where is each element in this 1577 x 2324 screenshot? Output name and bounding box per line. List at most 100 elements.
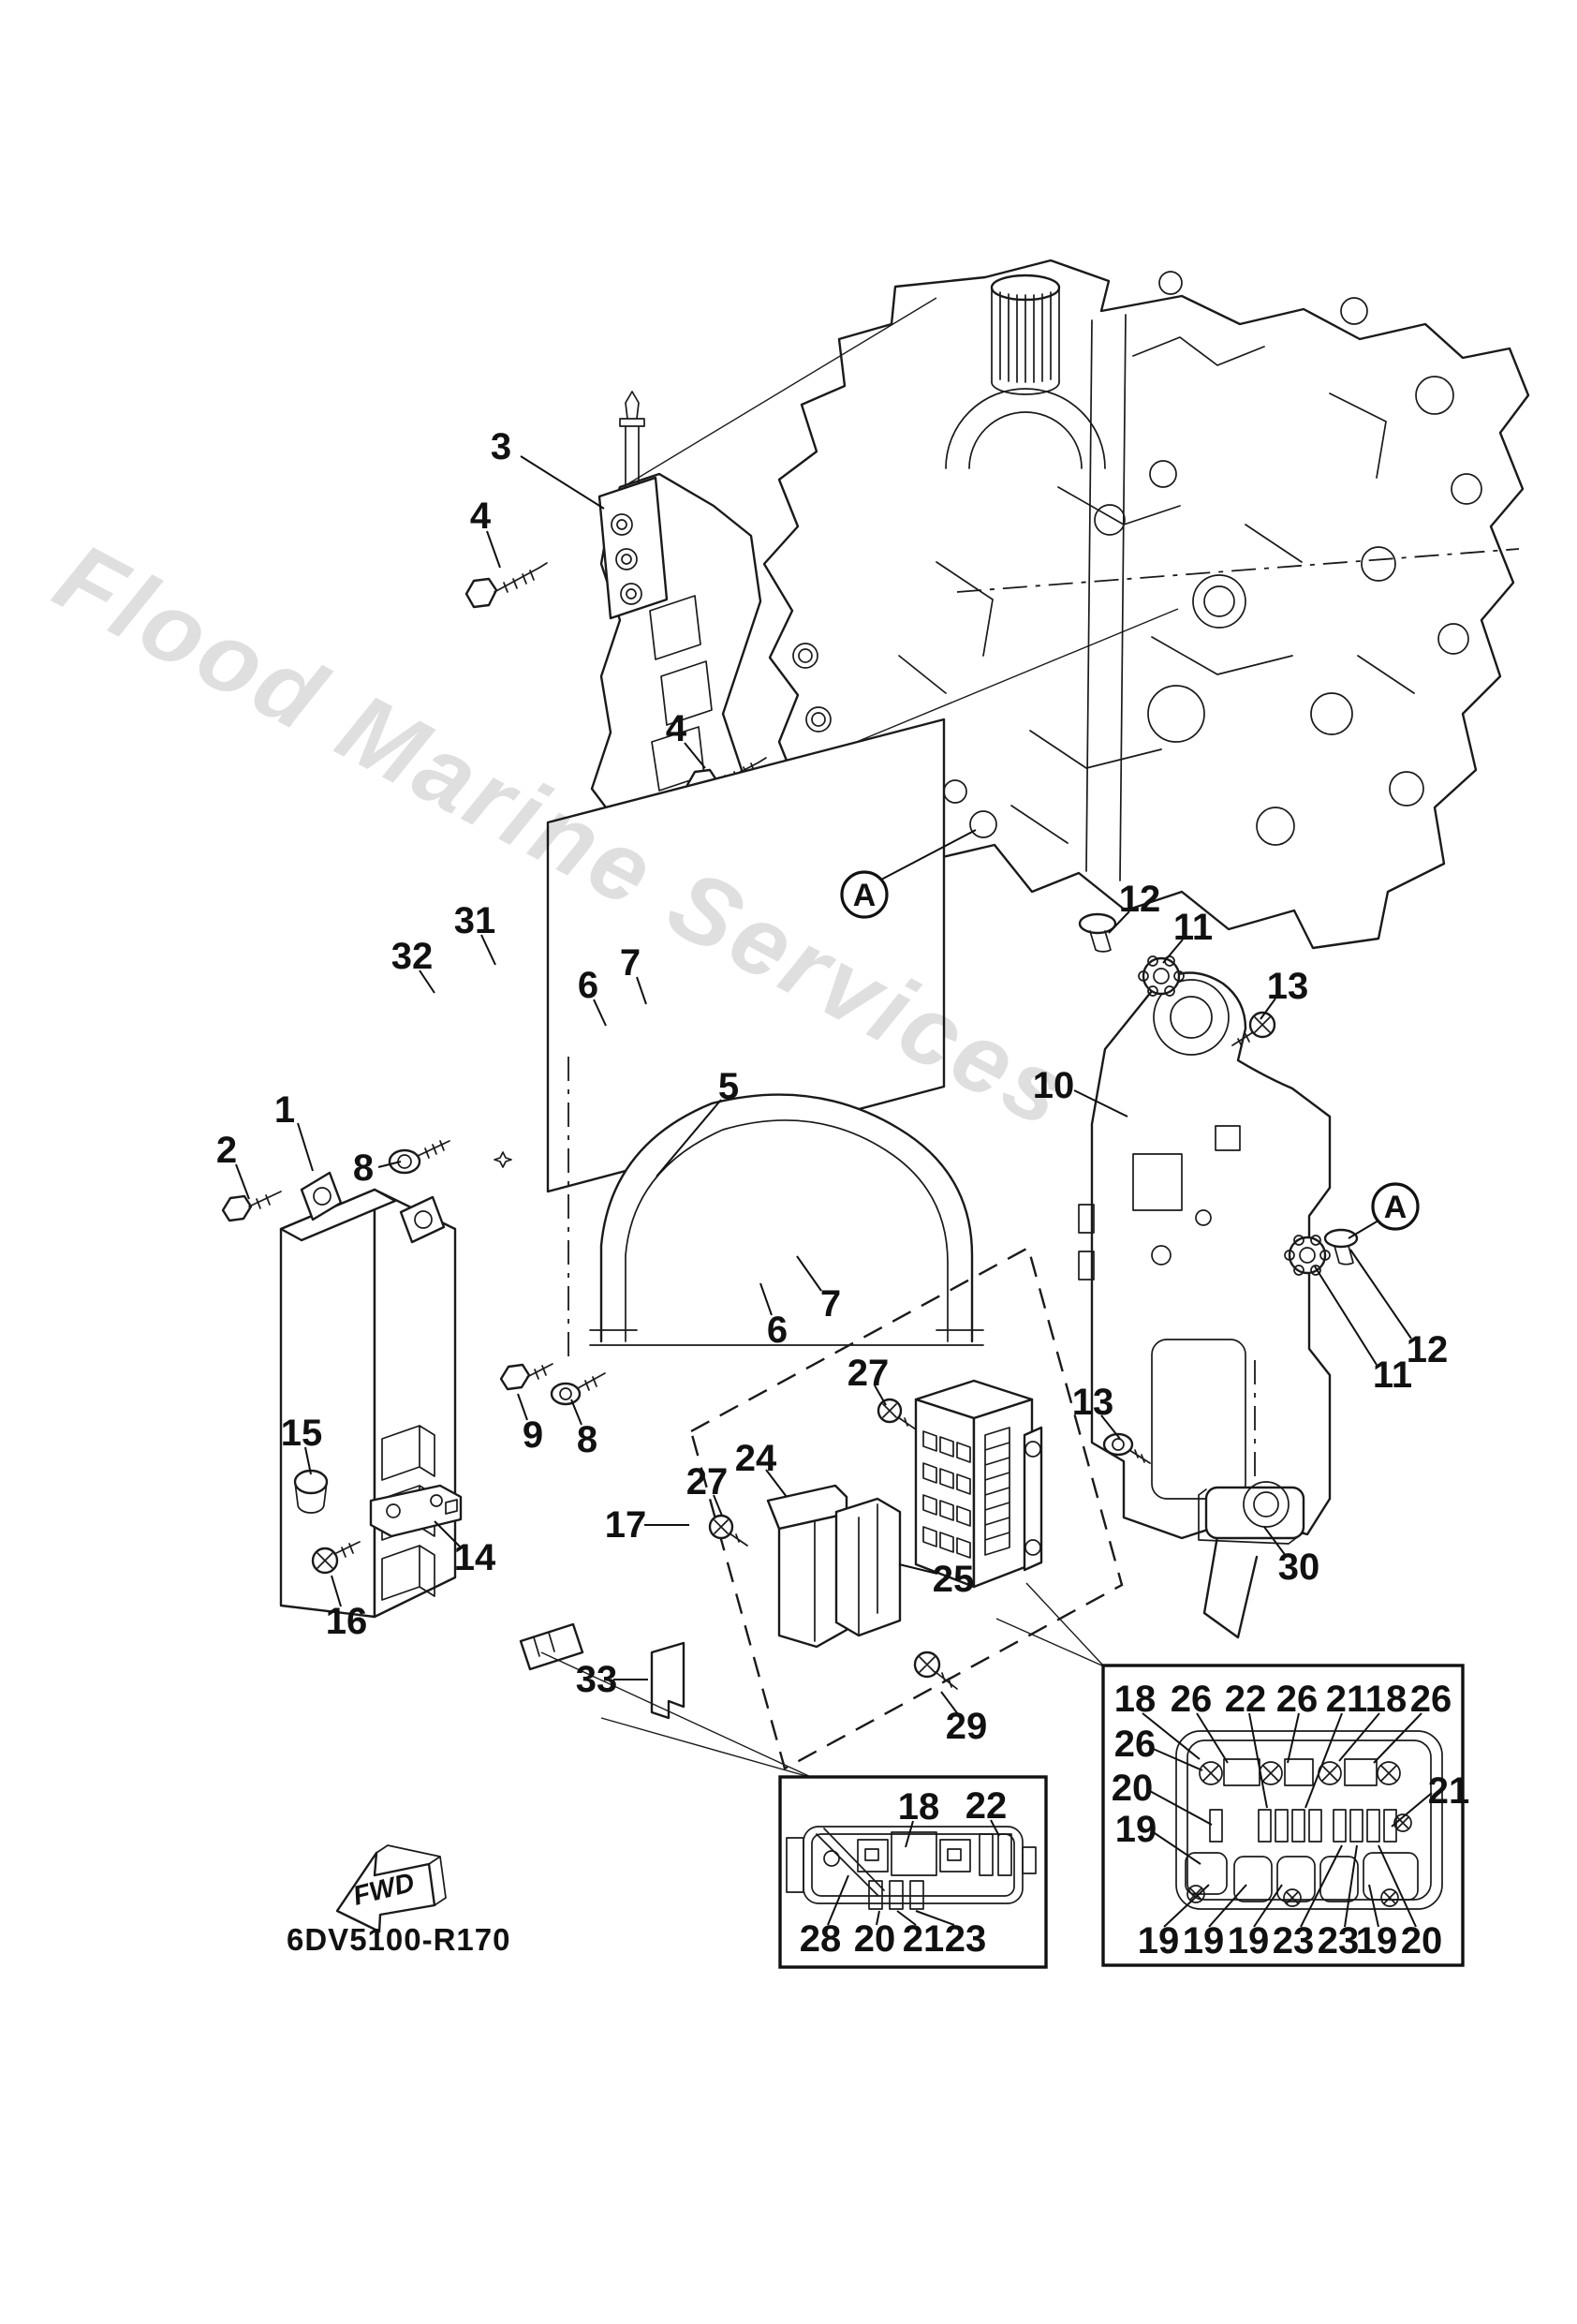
leader-14 <box>434 1520 462 1548</box>
engine-bolt-bosses <box>943 271 1482 846</box>
detail-box-fuse-panel <box>1101 1664 1465 1967</box>
leader-20 <box>1147 1789 1213 1826</box>
callout-26: 26 <box>1114 1724 1157 1765</box>
leader-28 <box>827 1874 849 1926</box>
callout-4: 4 <box>666 708 687 749</box>
leader-30 <box>1263 1526 1287 1557</box>
callout-20: 20 <box>854 1918 896 1960</box>
callout-3: 3 <box>491 426 511 467</box>
ecu-mount-ears <box>300 1171 446 1244</box>
callout-21: 21 <box>1326 1679 1368 1720</box>
leader-19 <box>1253 1884 1283 1928</box>
leader-11 <box>1314 1266 1378 1366</box>
mount-plate-assembly <box>494 718 984 1358</box>
leader-21 <box>1304 1712 1343 1809</box>
leader-19 <box>1151 1830 1201 1865</box>
leader-12 <box>1108 910 1130 934</box>
callout-19: 19 <box>1138 1920 1180 1961</box>
callout-22: 22 <box>965 1785 1008 1827</box>
callout-2: 2 <box>216 1130 237 1171</box>
leader-26 <box>1196 1712 1229 1764</box>
leader-2 <box>235 1163 250 1200</box>
lead-clamp-30 <box>1198 1481 1305 1545</box>
leader-13 <box>1100 1414 1121 1440</box>
callout-27: 27 <box>686 1461 729 1502</box>
ref-marker-circle-A <box>840 870 889 919</box>
leader-9 <box>517 1393 528 1421</box>
callout-29: 29 <box>946 1706 988 1747</box>
leader-22 <box>990 1819 1000 1837</box>
callout-28: 28 <box>800 1918 842 1960</box>
leader-25 <box>898 1563 938 1575</box>
corner-screws <box>1186 1813 1412 1907</box>
leader-20 <box>1378 1844 1417 1928</box>
bracket-14 <box>369 1484 463 1538</box>
callout-15: 15 <box>281 1413 323 1454</box>
callout-14: 14 <box>454 1537 496 1578</box>
callout-33: 33 <box>576 1659 618 1700</box>
callout-32: 32 <box>391 936 434 977</box>
callout-30: 30 <box>1278 1547 1320 1588</box>
leader-23 <box>1344 1844 1358 1928</box>
callout-18: 18 <box>1114 1679 1157 1720</box>
coupler-housing-arc <box>945 388 1106 469</box>
bolt-9 <box>499 1363 553 1391</box>
leader-18 <box>1142 1712 1201 1760</box>
callout-6: 6 <box>767 1310 788 1351</box>
bolt-4a <box>464 562 548 609</box>
callout-17: 17 <box>605 1504 647 1546</box>
part-code: 6DV5100-R170 <box>287 1922 511 1957</box>
screw-29 <box>913 1650 958 1690</box>
callout-16: 16 <box>326 1601 368 1642</box>
callout-24: 24 <box>735 1438 777 1479</box>
callout-27: 27 <box>847 1353 890 1394</box>
leader-26 <box>1373 1712 1422 1764</box>
leader-11 <box>1162 939 1184 964</box>
callout-4: 4 <box>470 496 492 537</box>
engine-block <box>762 259 1530 950</box>
callout-8: 8 <box>577 1419 597 1460</box>
callout-18: 18 <box>898 1786 940 1828</box>
callout-7: 7 <box>820 1283 841 1325</box>
callout-6: 6 <box>578 965 598 1006</box>
orientation-star <box>494 1151 512 1168</box>
fuse-cubes <box>922 1430 971 1559</box>
screw-27a <box>708 1514 748 1547</box>
leader-23 <box>915 1910 955 1926</box>
leader-1 <box>297 1122 314 1172</box>
callout-20: 20 <box>1401 1920 1443 1961</box>
leader-16 <box>331 1575 342 1607</box>
bracket-10 <box>1078 971 1332 1639</box>
callout-19: 19 <box>1183 1920 1225 1961</box>
leader-27 <box>713 1494 723 1517</box>
terminal-18 <box>891 1831 937 1876</box>
detail-wedge-2 <box>995 1582 1105 1667</box>
callout-19: 19 <box>1228 1920 1270 1961</box>
leader-24 <box>765 1469 788 1498</box>
harness-connector <box>519 1622 584 1671</box>
leader-7 <box>636 976 647 1005</box>
callout-1: 1 <box>274 1089 295 1131</box>
leader-7 <box>796 1255 822 1292</box>
leader-8 <box>377 1161 402 1168</box>
bolt-2 <box>221 1191 282 1222</box>
engine-surface-detail <box>898 314 1415 881</box>
callout-5: 5 <box>718 1066 739 1107</box>
callout-22: 22 <box>1225 1679 1267 1720</box>
arch-bracket-5 <box>589 1093 984 1346</box>
leader-3 <box>520 455 605 510</box>
screw-16 <box>311 1541 361 1575</box>
leader-21 <box>896 1910 917 1926</box>
leader-20 <box>876 1910 880 1926</box>
collar-12a <box>1078 912 1117 953</box>
grommet-11b <box>1284 1235 1331 1276</box>
leader-ref-A <box>880 829 977 881</box>
leader-21 <box>1391 1792 1433 1828</box>
callout-26: 26 <box>1410 1679 1452 1720</box>
ref-marker-circle-A <box>1371 1182 1420 1231</box>
relay-bays <box>1185 1852 1419 1902</box>
callout-10: 10 <box>1033 1065 1075 1106</box>
